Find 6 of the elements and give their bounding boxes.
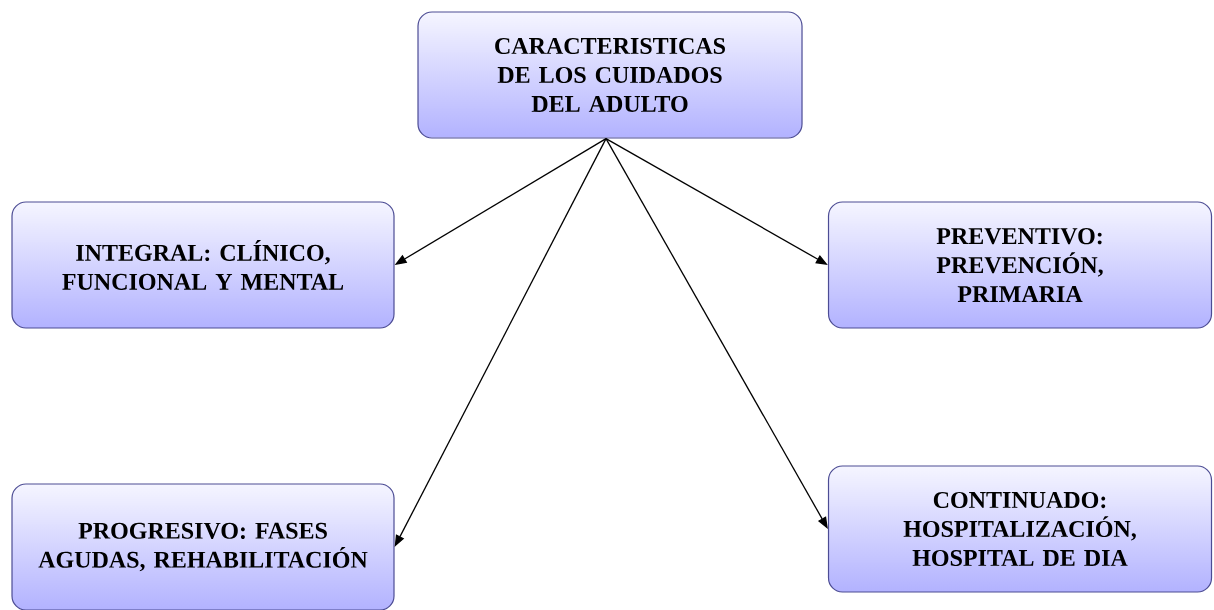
process-box: PROGRESIVO: FASES AGUDAS, REHABILITACIÓN bbox=[11, 483, 395, 610]
process-box: PREVENTIVO: PREVENCIÓN, PRIMARIA bbox=[827, 201, 1213, 329]
process-box: CONTINUADO: HOSPITALIZACIÓN, HOSPITAL DE DIA bbox=[827, 465, 1213, 593]
arrow bbox=[605, 137, 828, 529]
process-box: CARACTERISTICAS DE LOS CUIDADOS DEL ADULTO bbox=[417, 11, 803, 139]
process-box: INTEGRAL: CLÍNICO, FUNCIONAL Y MENTAL bbox=[11, 201, 395, 329]
